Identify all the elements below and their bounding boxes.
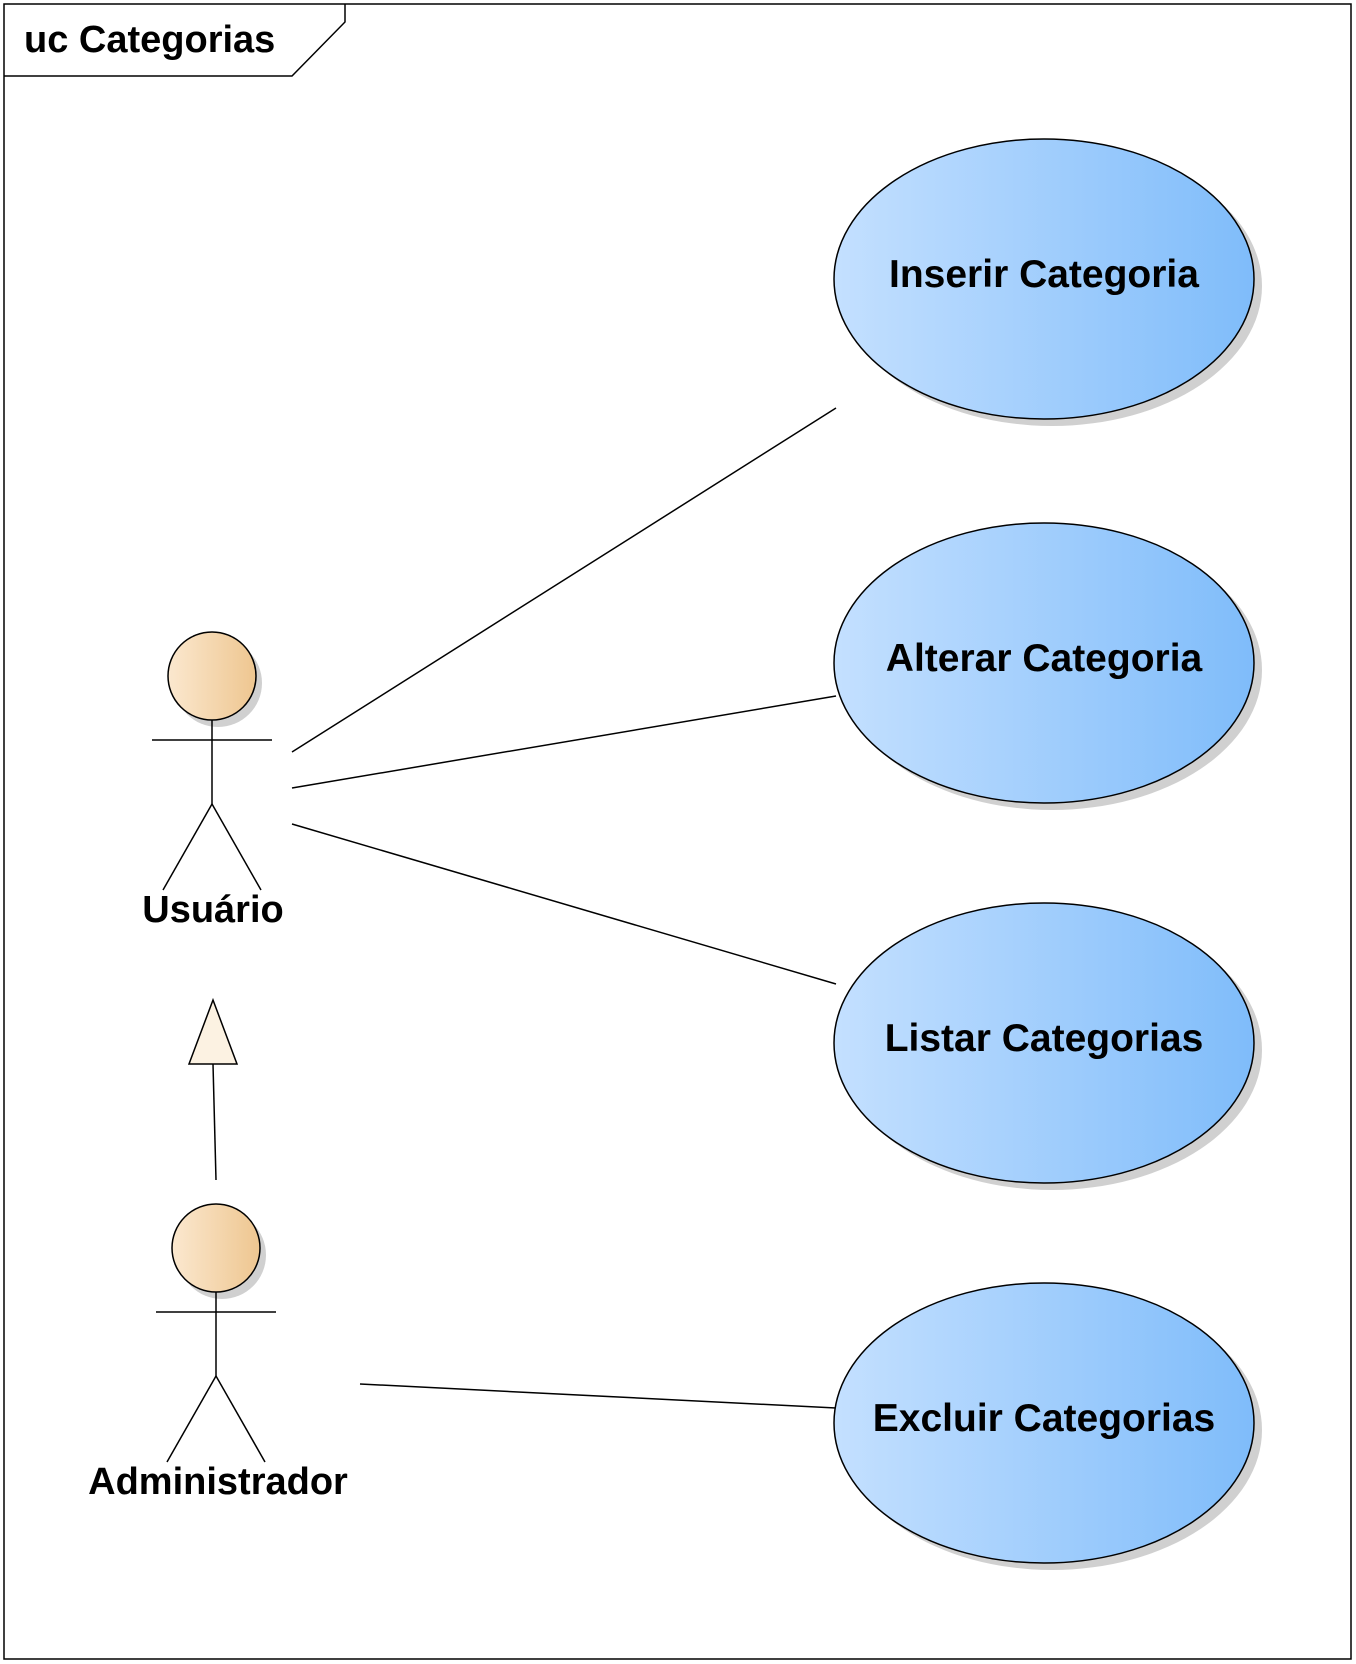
usecase-excluir-categorias[interactable]: Excluir Categorias — [833, 1282, 1262, 1570]
usecase-label: Inserir Categoria — [889, 253, 1199, 296]
usecase-label: Alterar Categoria — [886, 637, 1203, 680]
usecase-inserir-categoria[interactable]: Inserir Categoria — [833, 138, 1262, 426]
actor-label: Usuário — [142, 889, 283, 931]
association-usuario-alterar — [291, 695, 837, 789]
generalization-arrowhead — [187, 997, 239, 1065]
actor-stick-figure — [156, 1292, 276, 1463]
usecase-ellipse — [833, 138, 1255, 420]
actor-stick-figure — [152, 720, 272, 891]
association-administrador-excluir — [359, 1383, 837, 1409]
usecase-label: Listar Categorias — [885, 1017, 1204, 1060]
associations — [291, 407, 837, 1409]
actor-head — [171, 1203, 261, 1293]
frame-title-tab — [4, 4, 346, 77]
usecase-listar-categorias[interactable]: Listar Categorias — [833, 902, 1262, 1190]
association-usuario-listar — [291, 823, 837, 985]
actor-administrador[interactable]: Administrador — [88, 1203, 348, 1503]
usecase-ellipse — [833, 902, 1255, 1184]
generalization-line — [212, 1063, 217, 1181]
generalization-administrador-usuario — [187, 997, 239, 1181]
usecase-ellipse — [833, 522, 1255, 804]
usecase-alterar-categoria[interactable]: Alterar Categoria — [833, 522, 1262, 810]
usecase-ellipse — [833, 1282, 1255, 1564]
actor-head — [167, 631, 257, 721]
frame-title: uc Categorias — [24, 19, 275, 61]
usecase-label: Excluir Categorias — [873, 1397, 1215, 1440]
actor-label: Administrador — [88, 1461, 348, 1503]
actor-usuario[interactable]: Usuário — [142, 631, 284, 931]
diagram-frame — [3, 3, 1352, 1660]
association-usuario-inserir — [291, 407, 837, 753]
